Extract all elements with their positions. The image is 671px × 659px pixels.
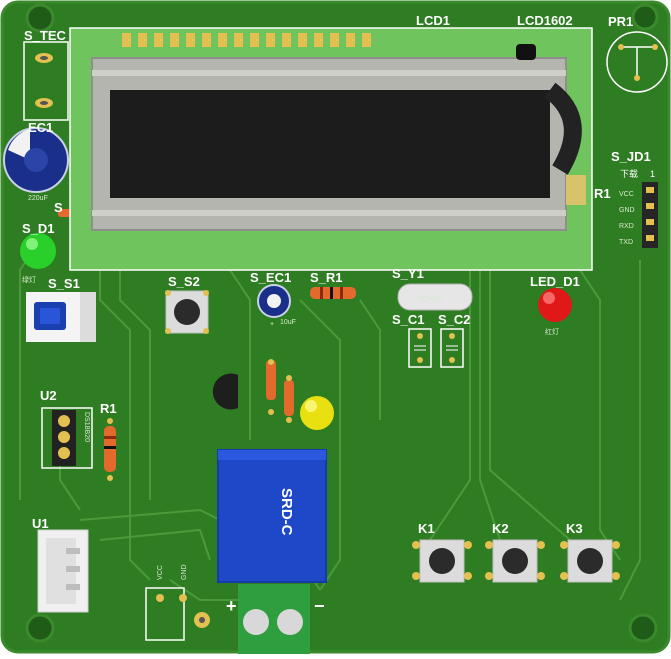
k1-button: K1 [412, 521, 472, 583]
led-d1-label: LED_D1 [530, 274, 580, 289]
k3-label: K3 [566, 521, 583, 536]
s-ec1-capacitor: S_EC1 + 10uF [250, 270, 296, 328]
s-y1-label: S_Y1 [392, 266, 424, 281]
lcd-module: LCD1 LCD1602 [69, 13, 593, 271]
k2-label: K2 [492, 521, 509, 536]
s-c1-label: S_C1 [392, 312, 425, 327]
ec1-label: EC1 [28, 120, 53, 135]
led-d1: LED_D1 红灯 [530, 274, 580, 336]
s-c2-label: S_C2 [438, 312, 471, 327]
s-s1-label: S_S1 [48, 276, 80, 291]
s-r1-label: S_R1 [310, 270, 343, 285]
yellow-led [300, 396, 334, 430]
s-jd1-label: S_JD1 [611, 149, 651, 164]
download-pin-label: 1 [650, 169, 655, 179]
plus-terminal-label: + [226, 596, 237, 616]
s-tec-label: S_TEC [24, 28, 67, 43]
relay: SRD-C [217, 449, 327, 583]
pr1-label: PR1 [608, 14, 633, 29]
mounting-holes [25, 3, 659, 643]
ec1-capacitor: EC1 220uF [3, 120, 69, 202]
lcd-screen [110, 90, 550, 198]
crystal-label: HC-49S [418, 296, 443, 303]
jd-pin-gnd: GND [619, 207, 635, 214]
mounting-hole [25, 3, 55, 33]
s-c1-capacitor: S_C1 [392, 312, 432, 368]
s-y1-crystal: HC-49S S_Y1 [392, 266, 473, 311]
r1-label: R1 [100, 401, 117, 416]
s-ec1-value: 10uF [280, 319, 296, 326]
mounting-hole [628, 613, 658, 643]
s-s1-switch: S_S1 [26, 276, 96, 342]
traces [19, 239, 641, 601]
lcd1-label: LCD1 [416, 13, 450, 28]
s-d1-led: S_D1 绿灯 [20, 221, 56, 284]
jd-pin-rxd: RXD [619, 223, 634, 230]
k1-label: K1 [418, 521, 435, 536]
transistor-group [212, 359, 294, 423]
s-c2-capacitor: S_C2 [438, 312, 471, 368]
u1-connector: U1 [32, 516, 89, 613]
mounting-hole [631, 3, 659, 31]
s-s2-button: S_S2 [165, 274, 209, 334]
s-ec1-label: S_EC1 [250, 270, 291, 285]
power-footprint: VCC GND [145, 564, 210, 641]
s-d1-note: 绿灯 [22, 275, 36, 284]
minus-terminal-label: − [314, 596, 325, 616]
s-tec-connector: S_TEC [23, 28, 69, 121]
gnd-label: GND [181, 564, 188, 580]
s-jd1-header: S_JD1 下载 1 R1 VCC GND RXD TXD [594, 149, 658, 248]
ec1-value: 220uF [28, 195, 48, 202]
r1-resistor: R1 [100, 401, 117, 481]
pr1-photoresistor: PR1 [606, 14, 668, 93]
led-d1-note: 红灯 [545, 327, 559, 336]
jd-pin-txd: TXD [619, 239, 633, 246]
lcd1602-label: LCD1602 [517, 13, 573, 28]
s-fragment-label: S [54, 200, 63, 215]
mounting-hole [25, 613, 55, 643]
u2-sensor: U2 DS18B20 [40, 388, 93, 469]
vcc-label: VCC [157, 565, 164, 580]
relay-part-label: SRD-C [278, 488, 295, 536]
u1-label: U1 [32, 516, 49, 531]
s-s2-label: S_S2 [168, 274, 200, 289]
k2-button: K2 [485, 521, 545, 583]
terminal-block: + − [226, 584, 325, 654]
u2-label: U2 [40, 388, 57, 403]
k3-button: K3 [560, 521, 620, 583]
r1-right-label: R1 [594, 186, 611, 201]
s-d1-label: S_D1 [22, 221, 55, 236]
download-label: 下载 [620, 168, 638, 179]
u2-part-label: DS18B20 [83, 412, 90, 442]
jd-pin-vcc: VCC [619, 191, 634, 198]
s-r1-resistor: S_R1 [310, 270, 356, 299]
lcd-header-pins [122, 33, 371, 47]
plus-mark: + [270, 321, 274, 328]
